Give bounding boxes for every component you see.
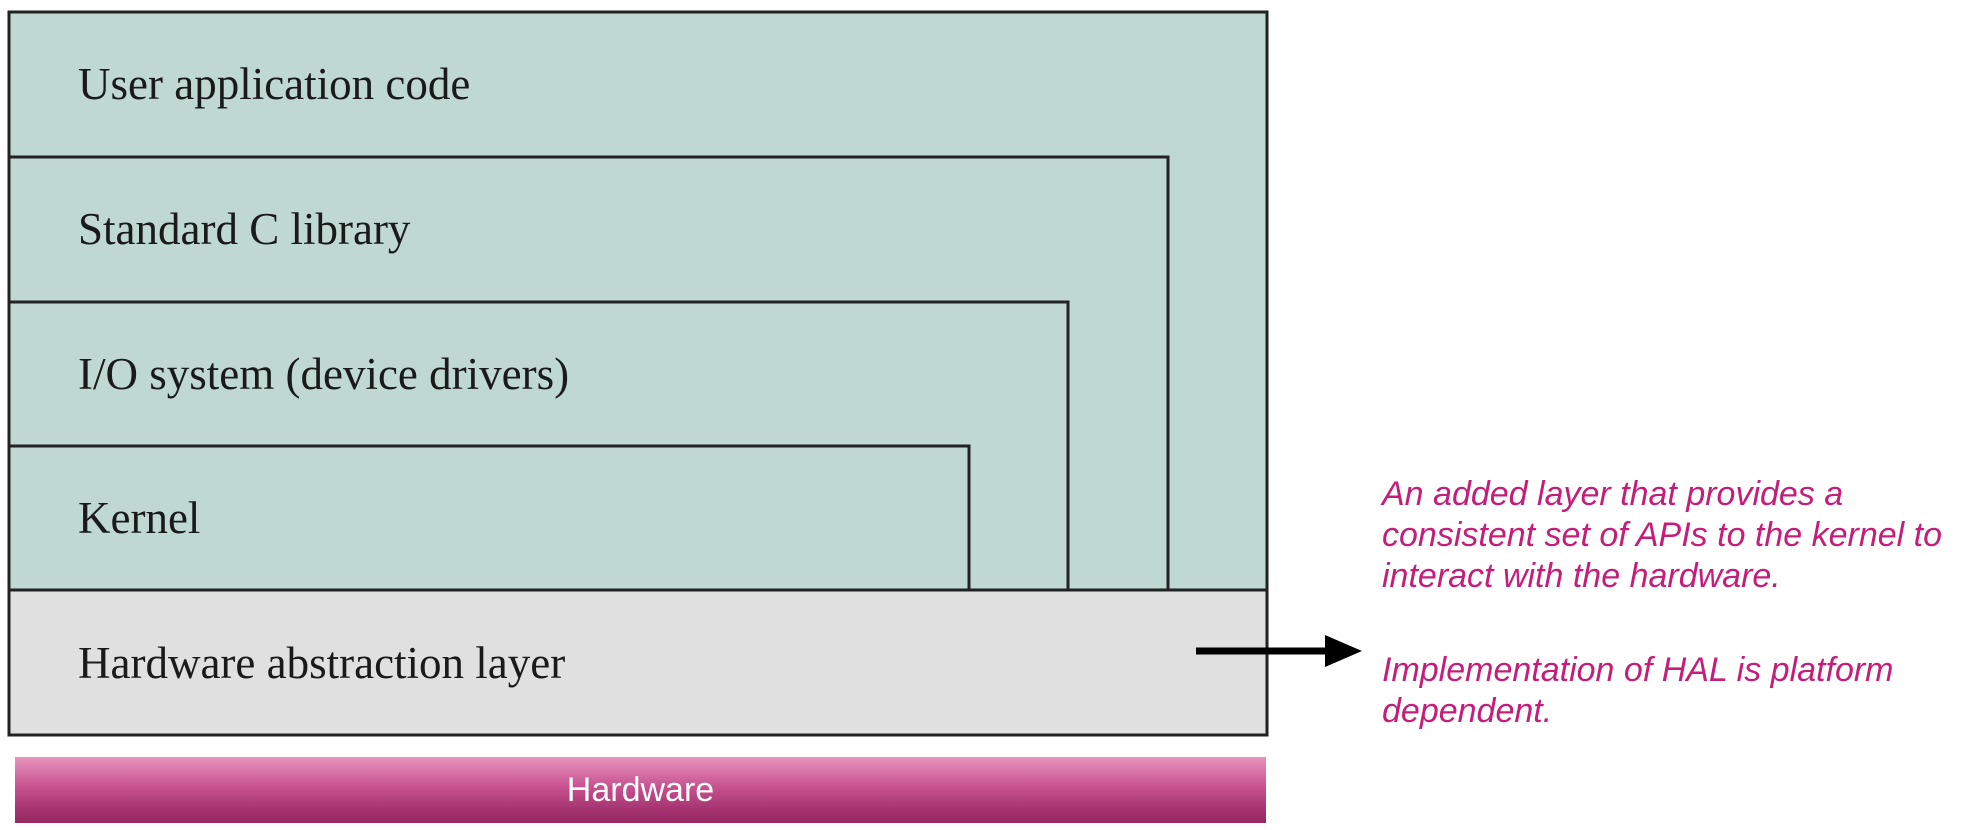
std-c-lib-boundary (9, 155, 1170, 590)
hardware-label: Hardware (566, 770, 715, 809)
layer-label-kernel: Kernel (78, 493, 201, 543)
arrow-head-icon (1325, 635, 1362, 667)
layer-label-user-app: User application code (78, 59, 471, 109)
layer-label-io-system: I/O system (device drivers) (78, 349, 570, 399)
hal-layer-fill (9, 590, 1267, 735)
kernel-boundary (9, 444, 971, 590)
annotation-hal-purpose: An added layer that provides a consisten… (1382, 475, 1943, 595)
layer-label-hal: Hardware abstraction layer (78, 638, 566, 688)
hardware-bar: Hardware (15, 757, 1266, 823)
layer-label-std-c-lib: Standard C library (78, 204, 411, 254)
annotation-hal-platform: Implementation of HAL is platform depend… (1382, 651, 1894, 730)
io-system-boundary (9, 300, 1070, 590)
outer-border (7, 10, 1269, 737)
